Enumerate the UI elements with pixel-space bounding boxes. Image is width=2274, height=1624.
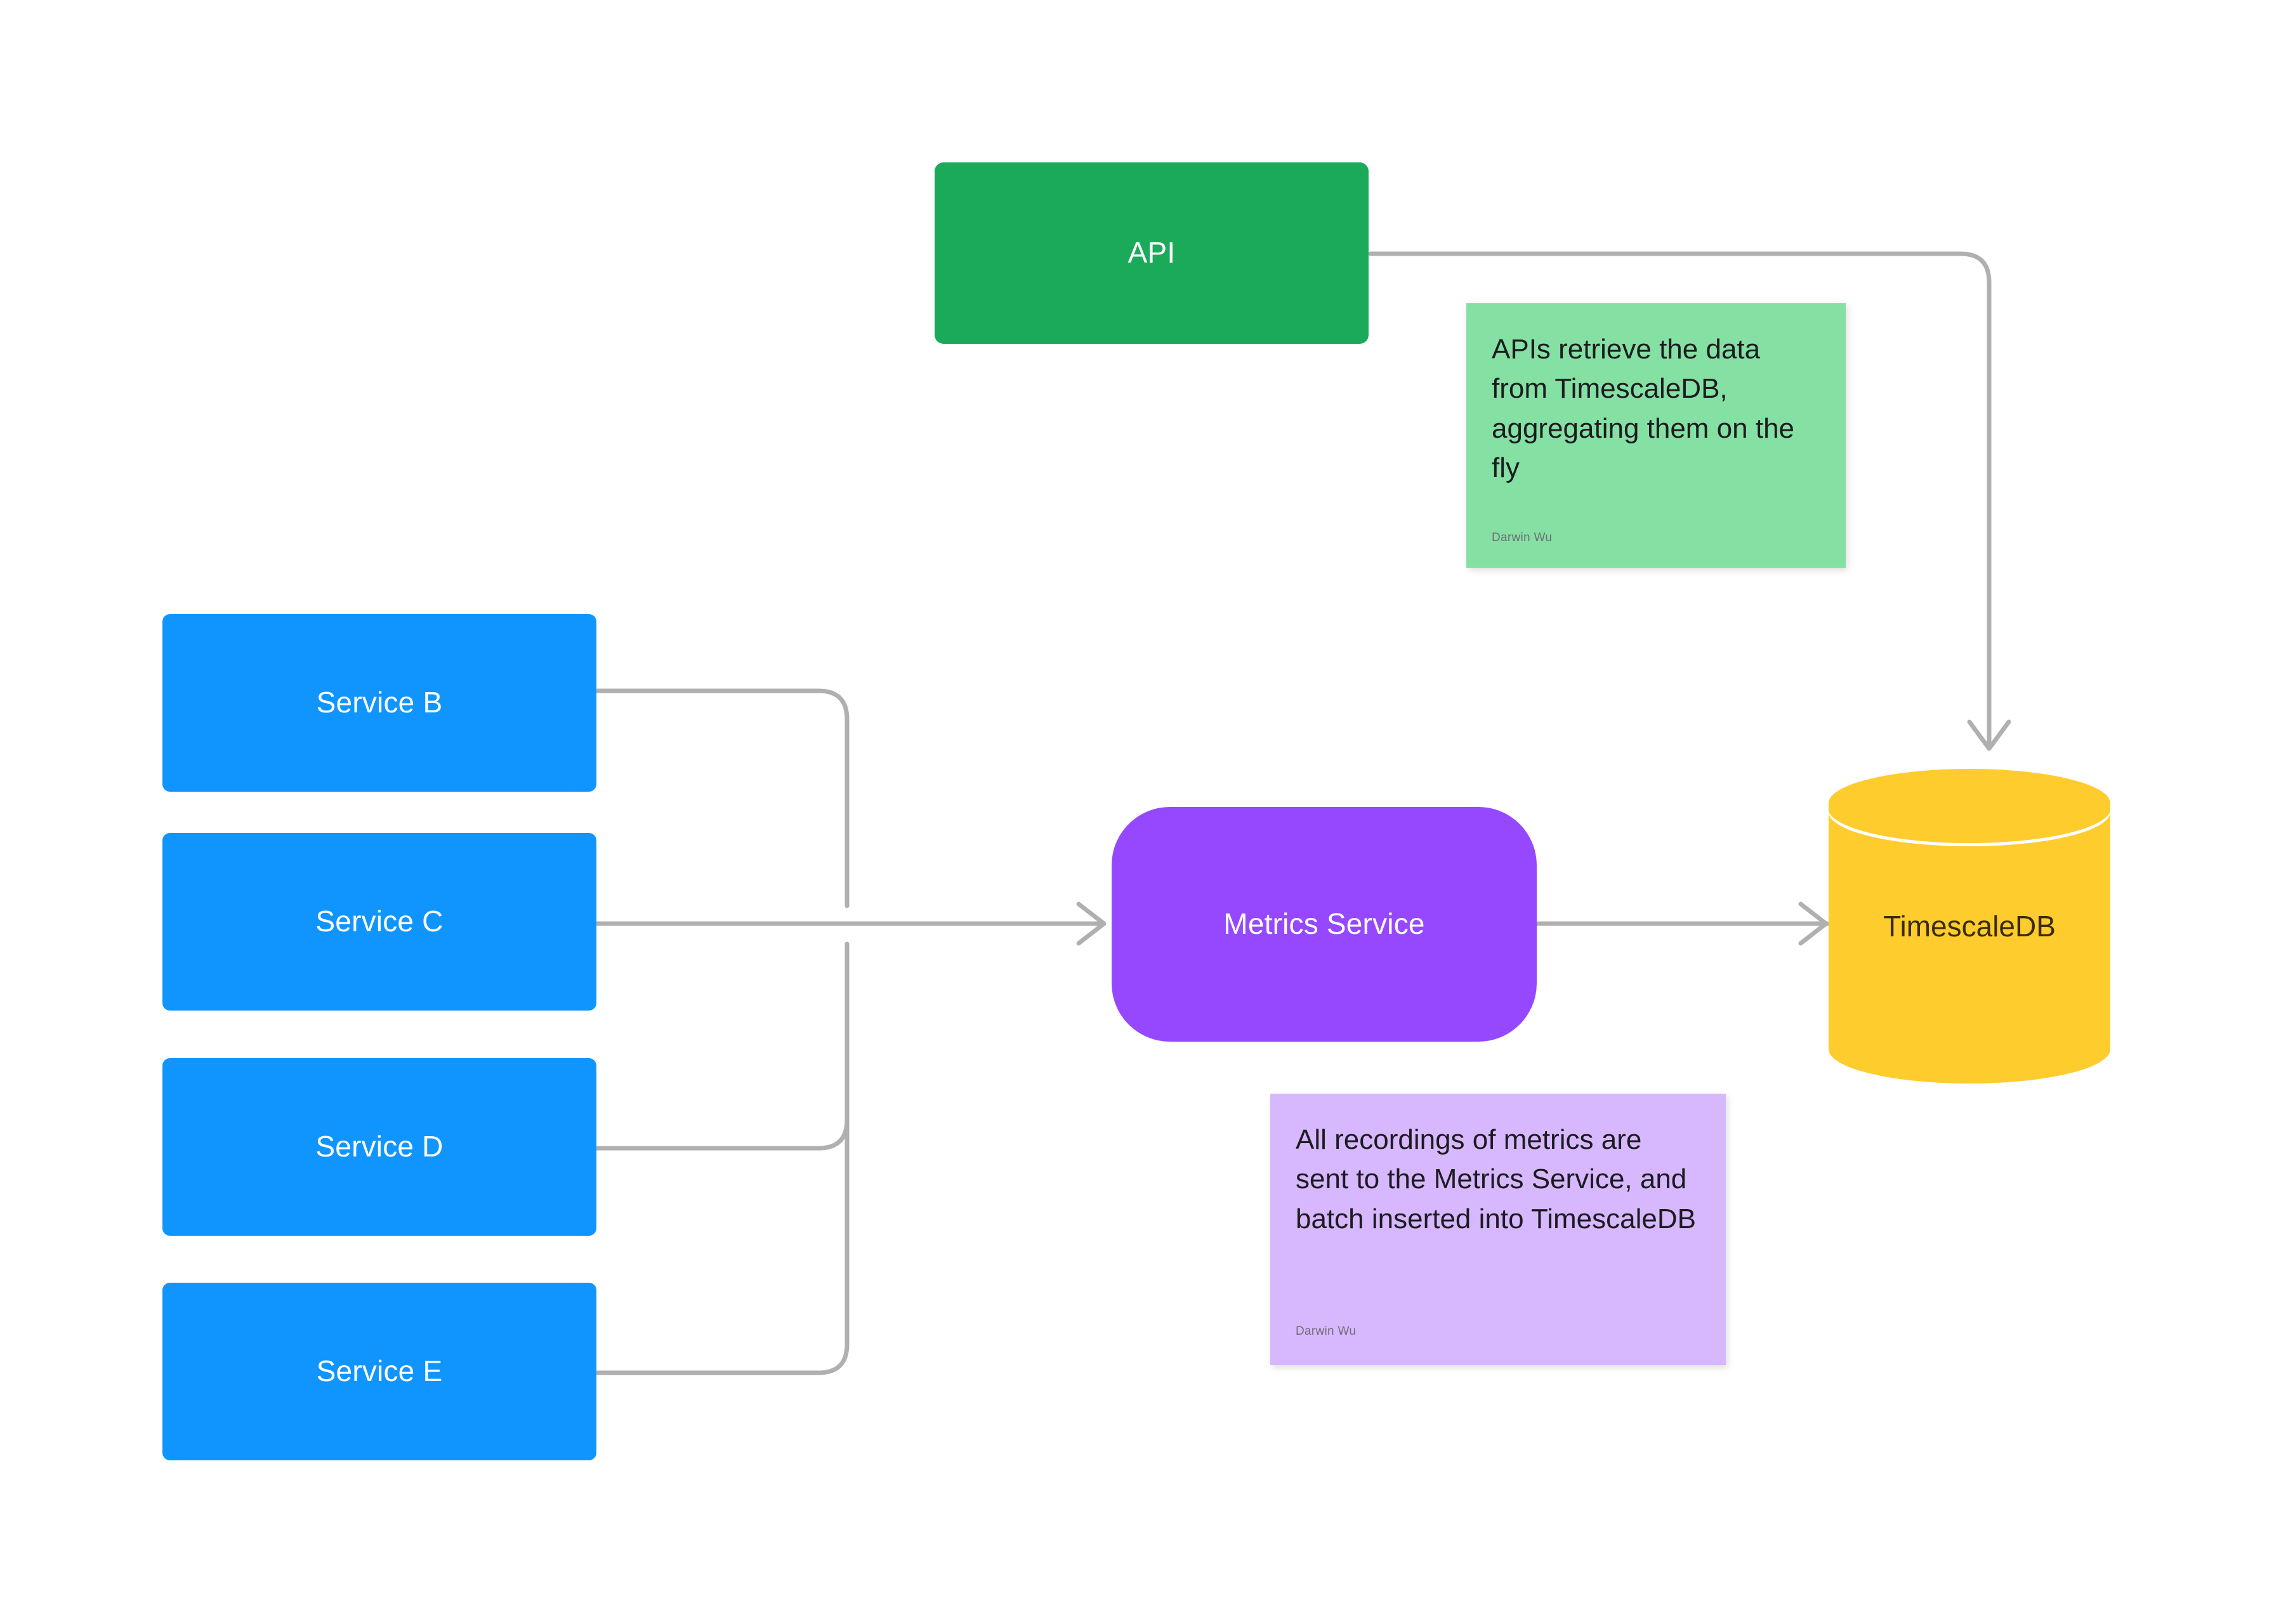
sticky-note-api-author: Darwin Wu (1492, 531, 1553, 544)
sticky-note-metrics-author: Darwin Wu (1296, 1325, 1357, 1338)
node-api-label: API (1127, 236, 1176, 270)
node-service-d-label: Service D (315, 1130, 444, 1163)
node-timescaledb[interactable]: TimescaleDB (1829, 769, 2110, 1084)
node-service-c[interactable]: Service C (162, 833, 596, 1011)
node-timescaledb-label: TimescaleDB (1883, 910, 2056, 943)
cylinder-top-ellipse (1829, 769, 2110, 837)
arrowhead-metrics (1076, 901, 1107, 946)
node-service-e[interactable]: Service E (162, 1283, 596, 1460)
sticky-note-metrics-text: All recordings of metrics are sent to th… (1296, 1124, 1696, 1234)
sticky-note-api[interactable]: APIs retrieve the data from TimescaleDB,… (1466, 303, 1846, 568)
edge-service-d (594, 941, 850, 1151)
node-service-b[interactable]: Service B (162, 614, 596, 792)
node-service-d[interactable]: Service D (162, 1058, 596, 1236)
sticky-note-api-text: APIs retrieve the data from TimescaleDB,… (1492, 334, 1795, 484)
node-metrics-service-label: Metrics Service (1223, 907, 1425, 941)
node-api[interactable]: API (935, 162, 1369, 344)
sticky-note-metrics[interactable]: All recordings of metrics are sent to th… (1270, 1094, 1726, 1365)
edge-service-e (594, 941, 850, 1375)
node-service-c-label: Service C (315, 905, 444, 938)
node-service-e-label: Service E (316, 1354, 443, 1388)
arrowhead-db-side (1798, 901, 1829, 946)
node-metrics-service[interactable]: Metrics Service (1112, 807, 1537, 1042)
edge-service-b (594, 688, 850, 908)
node-service-b-label: Service B (316, 686, 443, 719)
arrowhead-db-top (1967, 719, 2011, 751)
cylinder-body-shape (1829, 803, 2110, 1084)
